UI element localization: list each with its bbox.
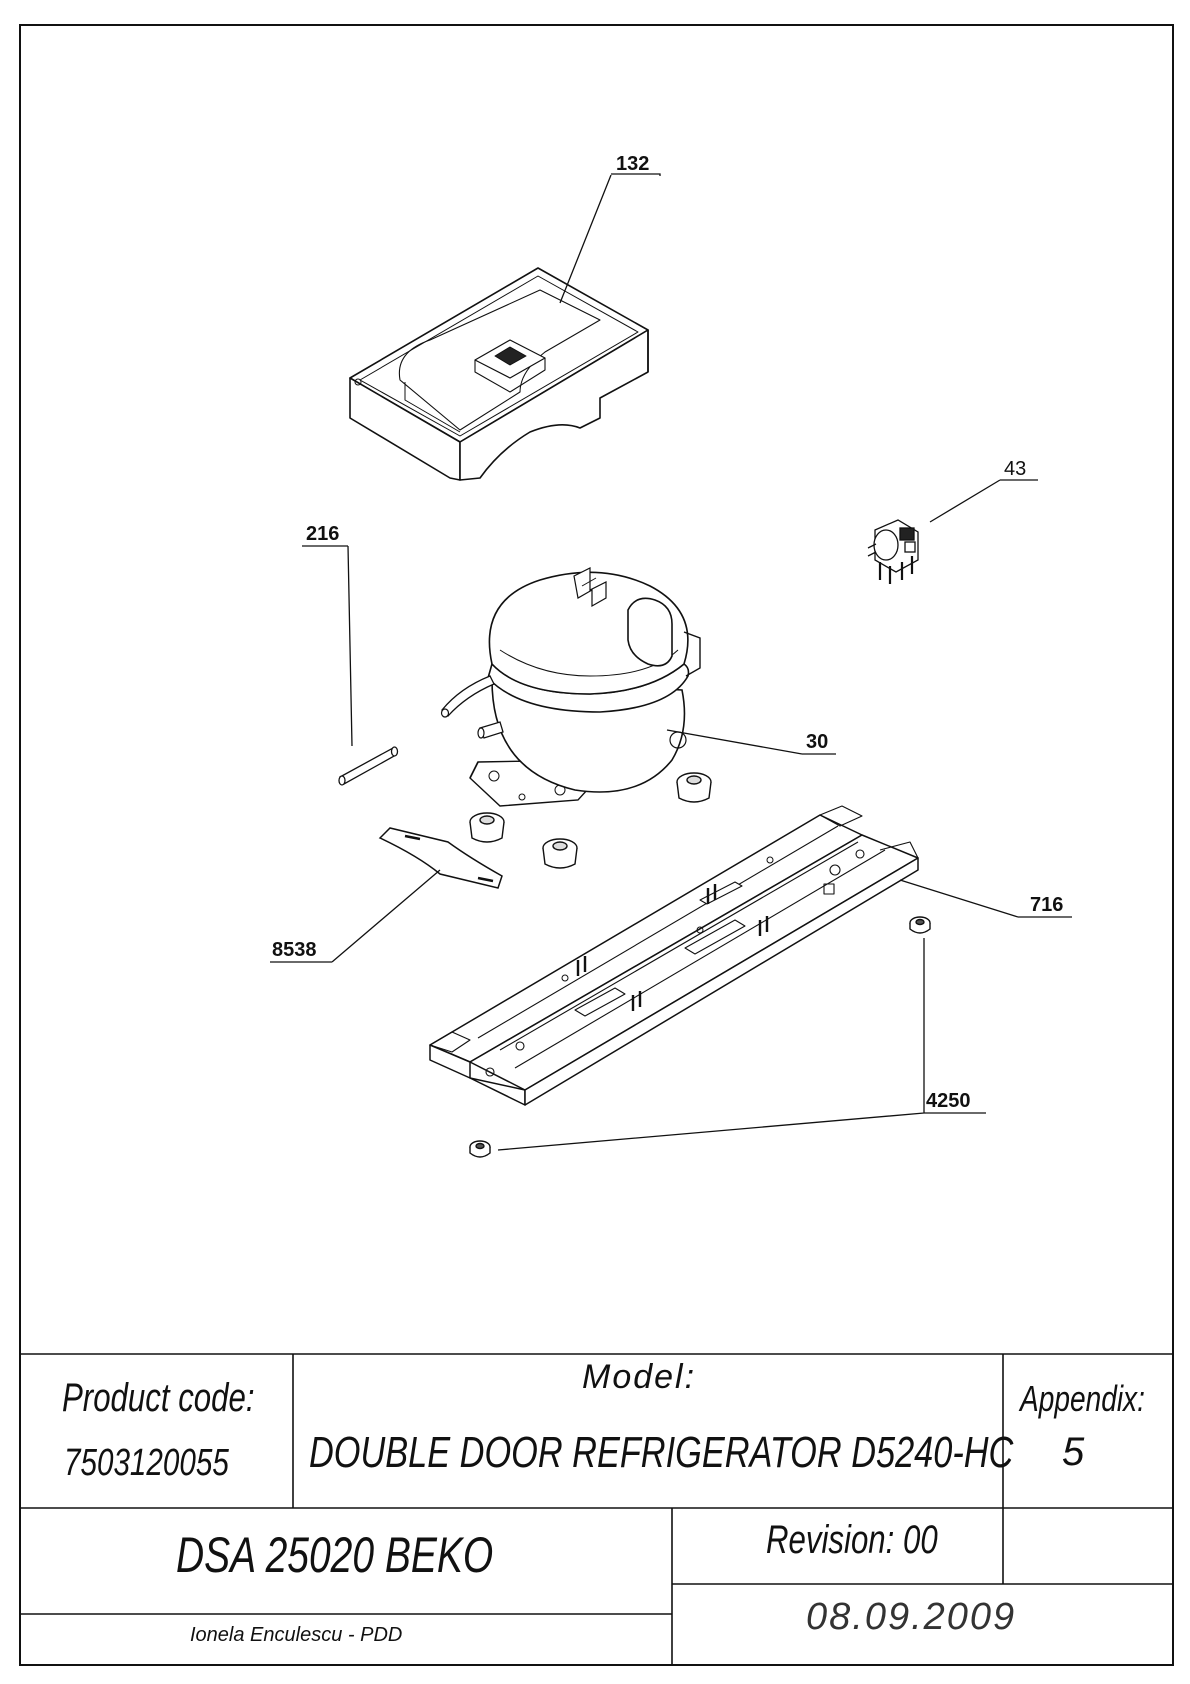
part-216-pipe xyxy=(338,746,399,786)
date: 08.09.2009 xyxy=(806,1596,1017,1638)
part-132-cover-tray xyxy=(349,267,649,481)
revision: Revision: 00 xyxy=(766,1518,938,1562)
callout-8538: 8538 xyxy=(272,939,317,961)
callout-716: 716 xyxy=(1030,894,1063,916)
appendix-value: 5 xyxy=(1062,1430,1085,1474)
part-43-relay xyxy=(867,519,919,584)
model-value: DOUBLE DOOR REFRIGERATOR D5240-HC xyxy=(309,1428,1014,1477)
product-code-label: Product code: xyxy=(62,1376,255,1420)
product-code-value: 7503120055 xyxy=(64,1442,229,1484)
part-4250-nuts xyxy=(469,916,931,1158)
callout-43: 43 xyxy=(1004,458,1026,480)
title-block-grid xyxy=(20,1353,1173,1665)
callout-30: 30 xyxy=(806,731,828,753)
callout-4250: 4250 xyxy=(926,1090,971,1112)
part-716-base-rail xyxy=(429,805,919,1106)
part-30-compressor xyxy=(440,567,701,807)
part-8538-damper xyxy=(378,827,503,889)
drawing-name: DSA 25020 BEKO xyxy=(176,1527,494,1583)
callout-leaders xyxy=(270,173,1072,1151)
drawing-border xyxy=(19,24,1174,1666)
callout-132: 132 xyxy=(616,153,649,175)
author: Ionela Enculescu - PDD xyxy=(190,1624,403,1646)
callout-216: 216 xyxy=(306,523,339,545)
rubber-grommets xyxy=(469,772,712,869)
appendix-label: Appendix: xyxy=(1020,1378,1145,1419)
model-label: Model: xyxy=(582,1358,697,1396)
